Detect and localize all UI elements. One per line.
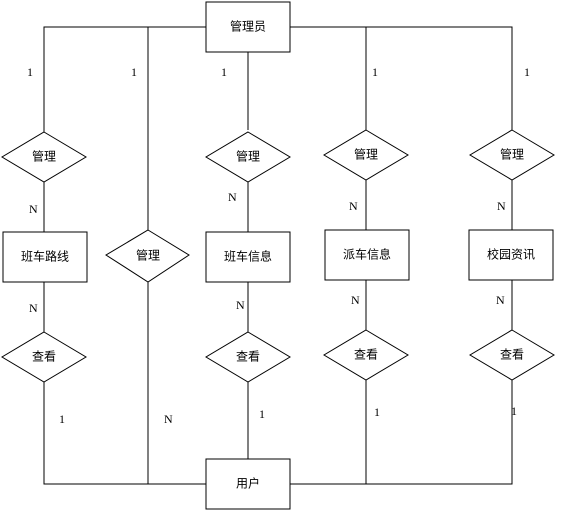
relationship-manage-bus-label: 管理 [236,149,260,164]
cardinality-admin-route: 1 [27,65,33,79]
entity-dispatch-info-label: 派车信息 [343,247,391,262]
relationship-view-bus: 查看 [205,331,291,383]
cardinality-user-route: 1 [59,412,65,426]
entity-admin-label: 管理员 [230,19,266,34]
entity-bus-route-label: 班车路线 [21,249,69,264]
line-view-news-user [366,378,513,485]
entity-admin: 管理员 [205,1,291,53]
cardinality-user-dispatch: 1 [374,405,380,419]
cardinality-admin-dispatch: 1 [372,65,378,79]
cardinality-user-bus: 1 [259,407,265,421]
cardinality-route-view: N [29,301,38,315]
relationship-manage-dispatch: 管理 [323,129,409,181]
entity-campus-news: 校园资讯 [468,229,554,281]
cardinality-news-manage: N [497,199,506,213]
line-view-route-user [43,380,206,485]
cardinality-admin-bus: 1 [221,65,227,79]
relationship-manage-news-label: 管理 [500,147,524,162]
relationship-view-news: 查看 [469,329,555,381]
entity-user-label: 用户 [236,476,260,491]
relationship-manage-news: 管理 [469,129,555,181]
line-admin-dispatch [290,26,367,130]
entity-bus-info: 班车信息 [205,231,291,283]
cardinality-user-news: 1 [511,404,517,418]
cardinality-bus-view: N [236,298,245,312]
relationship-view-news-label: 查看 [500,348,524,362]
relationship-manage-bus: 管理 [205,131,291,183]
cardinality-labels: 1 1 1 1 1 N N N N N N N N 1 N 1 1 1 [27,65,530,426]
line-view-dispatch-user [290,378,367,485]
entity-campus-news-label: 校园资讯 [487,247,535,262]
cardinality-user-manage: N [164,412,173,426]
relationship-view-dispatch: 查看 [323,329,409,381]
entity-bus-info-label: 班车信息 [224,249,272,264]
relationship-manage-user: 管理 [105,229,190,283]
entity-bus-route: 班车路线 [2,231,88,283]
relationship-manage-route-label: 管理 [32,149,56,164]
cardinality-news-view: N [496,293,505,307]
cardinality-admin-user: 1 [131,65,137,79]
relationship-view-route-label: 查看 [32,350,56,364]
connector-lines [43,26,513,485]
entity-user: 用户 [205,458,291,510]
relationship-view-bus-label: 查看 [236,350,260,364]
cardinality-dispatch-view: N [351,293,360,307]
line-admin-news [366,26,513,130]
cardinality-route-manage: N [29,202,38,216]
cardinality-admin-news: 1 [524,65,530,79]
line-admin-route [43,26,206,132]
relationship-manage-dispatch-label: 管理 [354,147,378,162]
cardinality-dispatch-manage: N [349,199,358,213]
relationship-manage-user-label: 管理 [136,248,160,263]
relationship-manage-route: 管理 [1,131,87,183]
entity-dispatch-info: 派车信息 [324,229,410,281]
relationship-view-dispatch-label: 查看 [354,348,378,362]
relationship-view-route: 查看 [1,331,87,383]
cardinality-bus-manage: N [228,190,237,204]
